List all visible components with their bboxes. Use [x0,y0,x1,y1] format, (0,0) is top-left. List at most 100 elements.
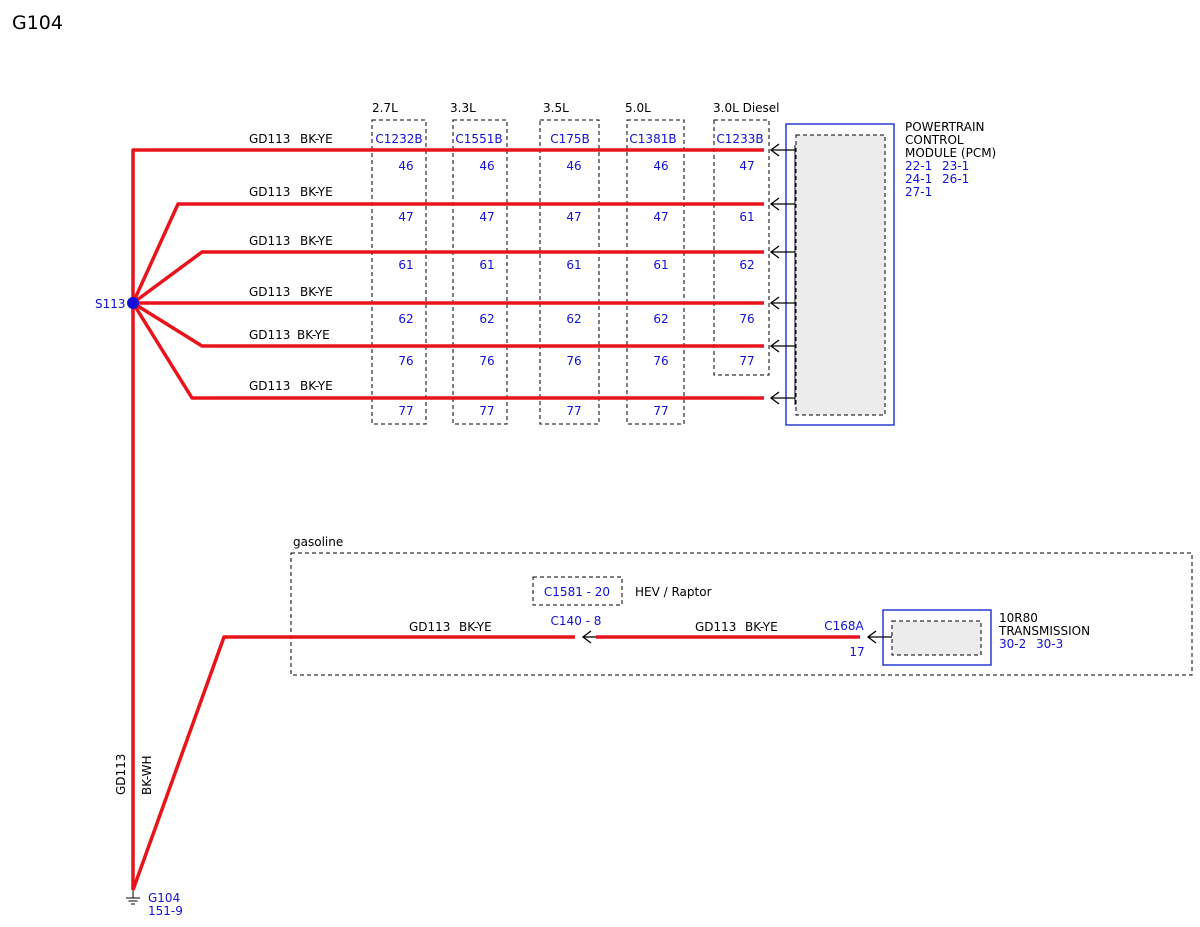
connector-id: C1233B [716,132,763,146]
transmission-connector-id: C168A [824,619,864,633]
pin-number: 47 [653,210,668,224]
wire-color-label: BK-YE [297,328,330,342]
pin-number: 77 [566,404,581,418]
hev-connector-id: C1581 - 20 [544,585,610,599]
splice-dot [127,297,139,309]
pcm-name-line: CONTROL [905,133,964,147]
pcm-pin-3 [769,245,795,259]
inline-connector-c140 [581,630,596,644]
pcm-module [785,123,895,426]
pcm-ref: 23-1 [942,159,969,173]
connector-box-3-3l [452,119,508,425]
pin-number: 62 [479,312,494,326]
wire-color-label: BK-YE [300,379,333,393]
connector-id: C175B [550,132,590,146]
pin-number: 62 [739,258,754,272]
engine-connector-5-0l: 5.0L C1381B 46 47 61 62 76 77 [625,101,677,418]
engine-label: 3.3L [450,101,476,115]
hev-label: HEV / Raptor [635,585,712,599]
engine-label: 2.7L [372,101,398,115]
pin-number: 61 [653,258,668,272]
connector-id: C1232B [375,132,422,146]
pcm-pin-5 [769,339,795,353]
pin-number: 46 [479,159,494,173]
wire-circuit-label: GD113 [695,620,736,634]
transmission-name-line: TRANSMISSION [998,624,1090,638]
gasoline-label: gasoline [293,535,343,549]
pin-number: 76 [398,354,413,368]
wire-color-label: BK-YE [300,285,333,299]
transmission-ref: 30-3 [1036,637,1063,651]
splice-label: S113 [95,297,126,311]
pcm-pin-1 [769,143,795,157]
hev-connector-box [532,576,623,606]
transmission-pin: 17 [849,645,864,659]
wire-circuit-label: GD113 [249,234,290,248]
ground-label: G104 [148,891,180,905]
pin-number: 46 [653,159,668,173]
pcm-ref: 26-1 [942,172,969,186]
engine-connector-3-0l-diesel: 3.0L Diesel C1233B 47 61 62 76 77 [713,101,780,368]
pcm-pin-2 [769,197,795,211]
connector-box-2-7l [371,119,427,425]
wire-circuit-label: GD113 [409,620,450,634]
pin-number: 62 [566,312,581,326]
ground-wire-color-label: BK-WH [140,755,154,795]
pin-number: 61 [479,258,494,272]
wire-color-label: BK-YE [300,234,333,248]
pin-number: 77 [739,354,754,368]
engine-connector-boxes [371,119,770,425]
pin-number: 76 [653,354,668,368]
inline-connector-id: C140 - 8 [551,614,602,628]
connector-box-3-0l-diesel [713,119,770,376]
pcm-pin-6 [769,391,795,405]
transmission-ref: 30-2 [999,637,1026,651]
connector-id: C1551B [455,132,502,146]
pcm-ref: 22-1 [905,159,932,173]
transmission-name-line: 10R80 [999,611,1038,625]
pin-number: 62 [398,312,413,326]
pin-number: 62 [653,312,668,326]
wire-color-label: BK-YE [300,132,333,146]
wire-color-label: BK-YE [459,620,492,634]
pin-number: 77 [479,404,494,418]
pin-number: 47 [739,159,754,173]
wire-circuit-label: GD113 [249,328,290,342]
wire-row5 [132,301,764,348]
wire-circuit-label: GD113 [249,379,290,393]
wire-circuit-label: GD113 [249,285,290,299]
wire-color-label: BK-YE [300,185,333,199]
wire-to-c140 [131,635,575,891]
pin-number: 77 [398,404,413,418]
pcm-label: POWERTRAIN CONTROL MODULE (PCM) 22-1 23-… [905,120,996,199]
pin-number: 46 [566,159,581,173]
wire-row6 [131,302,764,400]
pin-number: 61 [398,258,413,272]
wire-row3 [131,250,764,305]
pcm-ref: 27-1 [905,185,932,199]
pin-number: 76 [739,312,754,326]
connector-id: C1381B [629,132,676,146]
engine-label: 3.5L [543,101,569,115]
pcm-inner [795,134,886,416]
gasoline-region [290,552,1193,676]
transmission-module [866,609,992,666]
pin-number: 47 [398,210,413,224]
pin-number: 61 [566,258,581,272]
pin-number: 77 [653,404,668,418]
page-title: G104 [12,12,63,34]
connector-box-5-0l [626,119,685,425]
wire-color-label: BK-YE [745,620,778,634]
wire-circuit-label: GD113 [249,132,290,146]
pin-number: 76 [479,354,494,368]
transmission-inner [891,620,982,656]
pin-number: 47 [566,210,581,224]
ground-ref: 151-9 [148,904,183,918]
connector-box-3-5l [539,119,600,425]
wire-circuit-label: GD113 [249,185,290,199]
ground-wire-circuit-label: GD113 [114,754,128,795]
wire-row2 [131,202,764,304]
pin-number: 46 [398,159,413,173]
pin-number: 61 [739,210,754,224]
pcm-pins [769,143,795,405]
